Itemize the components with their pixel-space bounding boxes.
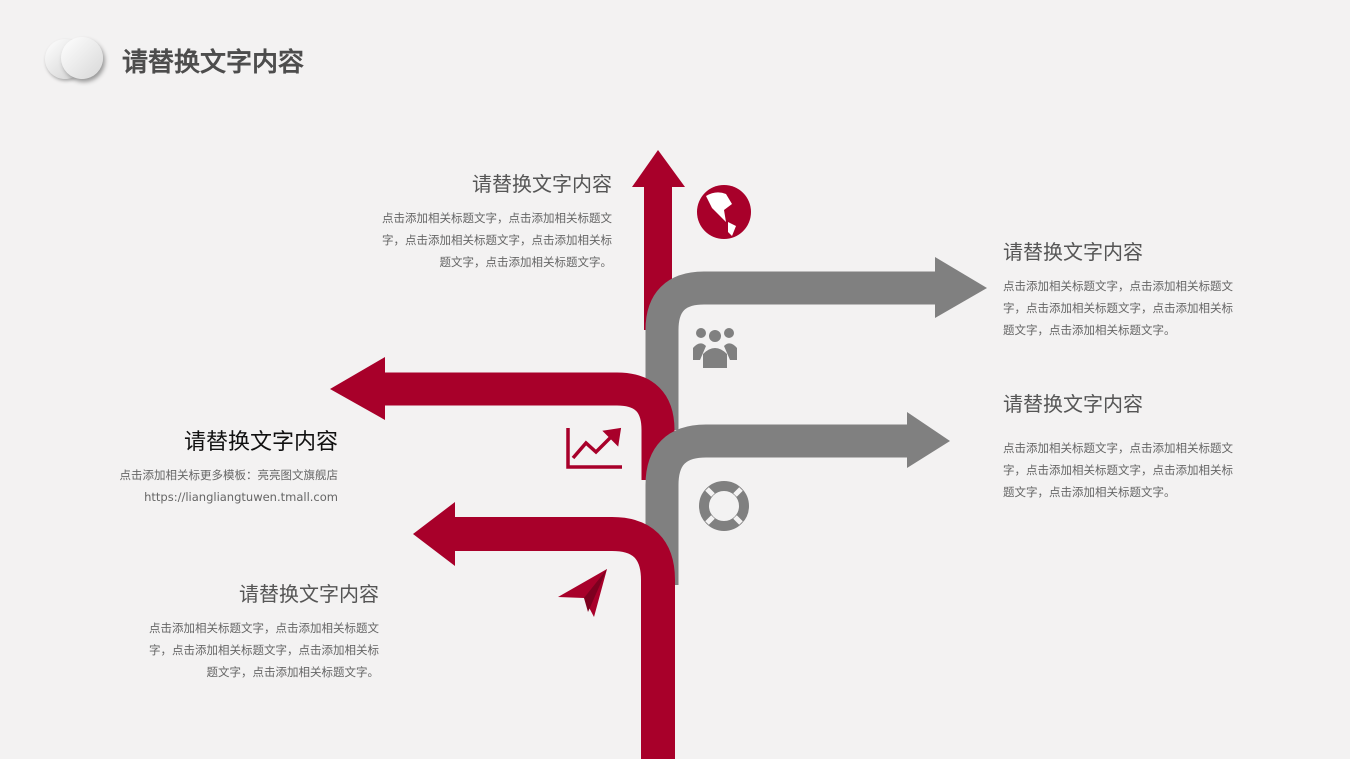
text-block-left: 请替换文字内容 点击添加相关标更多模板：亮亮图文旗舰店 https://lian… [120,424,339,508]
globe-icon [697,185,751,239]
text-block-right-upper: 请替换文字内容 点击添加相关标题文字，点击添加相关标题文字，点击添加相关标题文字… [1003,236,1238,341]
block-body: 点击添加相关标题文字，点击添加相关标题文字，点击添加相关标题文字，点击添加相关标… [1003,441,1233,499]
block-line-1: 点击添加相关标更多模板：亮亮图文旗舰店 [119,468,339,482]
text-block-bottom: 请替换文字内容 点击添加相关标题文字，点击添加相关标题文字，点击添加相关标题文字… [144,578,379,683]
header-logo-icon [45,37,103,79]
red-bottom-arrow [413,502,675,759]
chart-icon [566,427,622,469]
block-title: 请替换文字内容 [472,172,612,196]
block-title: 请替换文字内容 [183,430,338,455]
text-block-right-lower: 请替换文字内容 点击添加相关标题文字，点击添加相关标题文字，点击添加相关标题文字… [1003,388,1238,503]
block-title: 请替换文字内容 [239,582,379,606]
text-block-top: 请替换文字内容 点击添加相关标题文字，点击添加相关标题文字，点击添加相关标题文字… [377,168,612,273]
block-title: 请替换文字内容 [1003,240,1143,264]
gray-upper-arrow [645,257,987,430]
block-body: 点击添加相关标题文字，点击添加相关标题文字，点击添加相关标题文字，点击添加相关标… [149,621,379,679]
block-title: 请替换文字内容 [1003,392,1143,416]
red-middle-arrow [330,357,675,480]
lifebuoy-icon [699,481,749,531]
gray-lower-arrow [645,412,950,585]
block-body: 点击添加相关标题文字，点击添加相关标题文字，点击添加相关标题文字，点击添加相关标… [1003,279,1233,337]
paper-plane-icon [558,569,607,617]
block-body: 点击添加相关标题文字，点击添加相关标题文字，点击添加相关标题文字，点击添加相关标… [382,211,612,269]
people-icon [693,328,737,368]
page-title: 请替换文字内容 [122,48,305,78]
block-link[interactable]: https://liangliangtuwen.tmall.com [144,490,338,504]
